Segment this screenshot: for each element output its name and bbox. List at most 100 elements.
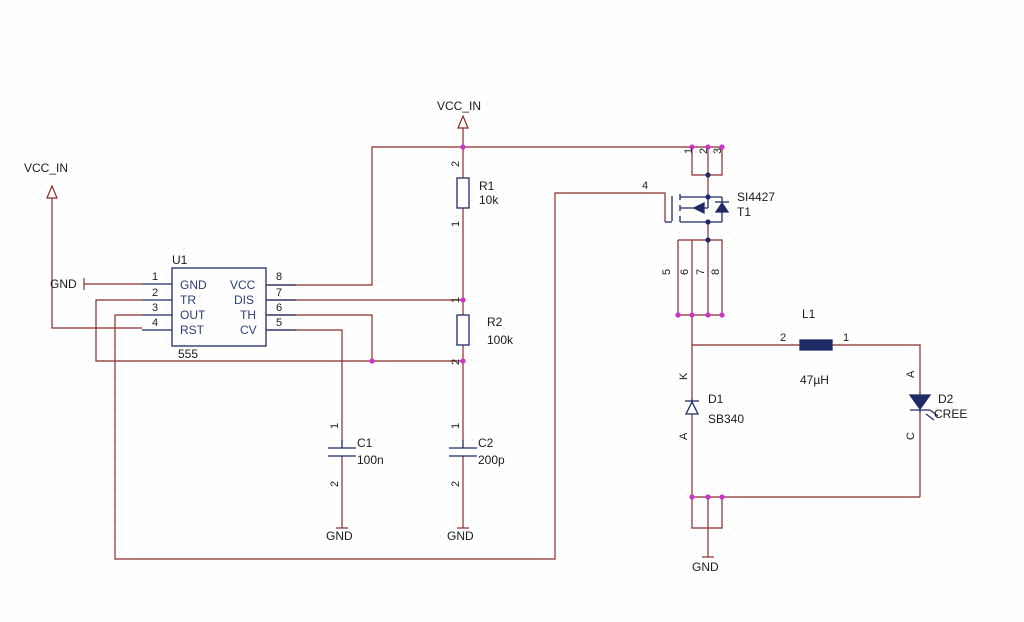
c2-pin-bottom: 2: [450, 481, 462, 487]
junction-vcc-top: [460, 144, 466, 150]
junction-t1-top-3: [719, 144, 725, 150]
r2-body: [456, 314, 470, 346]
u1-pin6-num: 6: [276, 302, 282, 314]
wire-vcc-rail: [268, 146, 720, 286]
u1-pin5-name: CV: [240, 323, 257, 337]
d2-triangle: [908, 394, 932, 411]
net-label-gnd-u1: GND: [50, 277, 77, 291]
node-dots: [705, 172, 711, 243]
u1-value: 555: [178, 347, 198, 361]
d2-value: CREE: [934, 407, 967, 421]
t1-gate-pin: 4: [642, 180, 648, 192]
d2-ray-1: [925, 413, 935, 421]
t1-top-pin-2: 2: [698, 148, 710, 154]
t1-body-diode: [714, 201, 730, 213]
u1-pin5-num: 5: [276, 317, 282, 329]
junction-t1-bot-6: [689, 312, 695, 318]
junction-r2-c2: [460, 358, 466, 364]
t1-top-pin-1: 1: [683, 148, 695, 154]
junction-t1-bot-7: [705, 312, 711, 318]
u1-pin3-num: 3: [152, 302, 158, 314]
r1-ref: R1: [479, 179, 495, 193]
junction-dis: [460, 297, 466, 303]
wire-out-gate: [114, 192, 666, 560]
r2-pin-top: 1: [450, 297, 462, 303]
node-t1-dbar: [705, 219, 711, 225]
c1-pin-bottom: 2: [329, 481, 341, 487]
u1-pin2-name: TR: [180, 293, 196, 307]
d1-pin-a: A: [678, 432, 690, 440]
d1-value: SB340: [708, 412, 744, 426]
r1-pin-bottom: 1: [450, 221, 462, 227]
t1-bottom-pin-6: 6: [679, 269, 691, 275]
u1-body: [171, 267, 267, 347]
t1-ref: T1: [737, 205, 751, 219]
u1-pin6-name: TH: [240, 308, 256, 322]
wire-tr: [95, 299, 372, 362]
d2-ref: D2: [938, 392, 954, 406]
junction-gnd-1: [689, 494, 695, 500]
power-symbols: [46, 114, 714, 558]
d1-ref: D1: [708, 392, 724, 406]
junction-tr-th: [369, 358, 375, 364]
t1-arrow: [692, 201, 705, 215]
net-label-vcc-in-top: VCC_IN: [437, 99, 481, 113]
junction-t1-top-1: [689, 144, 695, 150]
l1-pin-left: 2: [780, 332, 786, 344]
c2-value: 200p: [478, 453, 505, 467]
junction-t1-bot-8: [719, 312, 725, 318]
junction-t1-top-2: [705, 144, 711, 150]
junction-gnd-3: [719, 494, 725, 500]
d2-pin-c: C: [905, 432, 917, 440]
u1-pin4-num: 4: [152, 317, 158, 329]
net-label-gnd-c2: GND: [447, 529, 474, 543]
wire-gnd-box: [691, 497, 723, 529]
net-label-gnd-c1: GND: [326, 529, 353, 543]
net-label-gnd-right: GND: [692, 560, 719, 574]
r1-body: [456, 177, 470, 209]
node-t1-drain: [705, 237, 711, 243]
wire-vccin-rst: [51, 200, 142, 329]
u1-pin2-num: 2: [152, 287, 158, 299]
d1-triangle: [684, 400, 700, 415]
t1-bottom-pin-8: 8: [710, 269, 722, 275]
t1-top-pin-3: 3: [712, 148, 724, 154]
u1-ref: U1: [172, 253, 188, 267]
r2-ref: R2: [487, 315, 503, 329]
l1-ref: L1: [802, 307, 816, 321]
net-label-vcc-in-left: VCC_IN: [24, 161, 68, 175]
wire-th: [268, 314, 373, 361]
node-t1-sbar: [705, 194, 711, 200]
r1-pin-top: 2: [450, 161, 462, 167]
l1-value: 47µH: [800, 373, 829, 387]
u1-pin7-num: 7: [276, 287, 282, 299]
d2-pin-a: A: [905, 370, 917, 378]
c2-ref: C2: [478, 436, 494, 450]
junctions: [369, 144, 725, 500]
l1-body: [799, 339, 833, 351]
node-t1-source: [705, 172, 711, 178]
c1-value: 100n: [357, 453, 384, 467]
t1-bottom-pin-7: 7: [695, 269, 707, 275]
l1-pin-right: 1: [843, 332, 849, 344]
u1-pin7-name: DIS: [234, 293, 254, 307]
r2-pin-bottom: 2: [450, 359, 462, 365]
wire-l1-d2: [832, 344, 921, 395]
c1-ref: C1: [357, 436, 373, 450]
r2-value: 100k: [487, 333, 514, 347]
t1-bottom-pin-5: 5: [661, 269, 673, 275]
u1-pin3-name: OUT: [180, 308, 206, 322]
u1-pin4-name: RST: [180, 323, 205, 337]
u1-pin8-name: VCC: [230, 278, 256, 292]
d1-pin-k: K: [678, 372, 690, 380]
u1-pin1-num: 1: [152, 271, 158, 283]
u1-pin8-num: 8: [276, 271, 282, 283]
u1-pin1-name: GND: [180, 278, 207, 292]
r1-value: 10k: [479, 193, 499, 207]
junction-t1-bot-5: [675, 312, 681, 318]
c2-pin-top: 1: [450, 423, 462, 429]
junction-gnd-2: [705, 494, 711, 500]
t1-value: SI4427: [737, 190, 775, 204]
